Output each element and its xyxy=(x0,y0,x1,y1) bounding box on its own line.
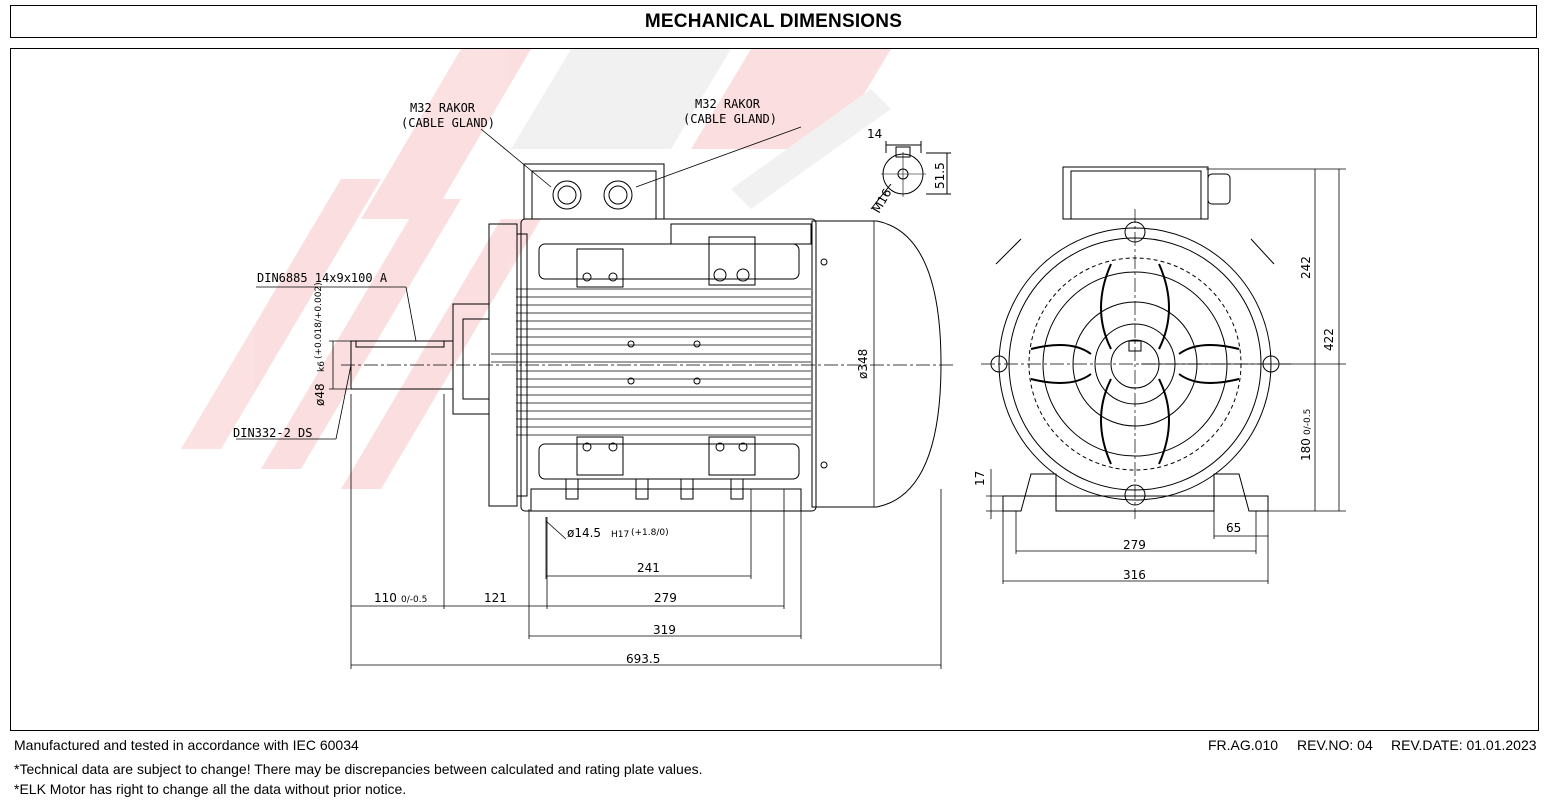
dim-693: 693.5 xyxy=(626,652,660,666)
dim-316: 316 xyxy=(1123,568,1146,582)
title-bar: MECHANICAL DIMENSIONS xyxy=(10,5,1537,38)
dim-shaft-tol: (+0.018/+0.002) xyxy=(314,282,324,359)
footer-form-no: FR.AG.010 xyxy=(1208,737,1279,753)
dim-65: 65 xyxy=(1226,521,1241,535)
footer-rev-no: REV.NO: 04 xyxy=(1297,737,1373,753)
page-title: MECHANICAL DIMENSIONS xyxy=(644,10,903,32)
center-hole-label: DIN332-2 DS xyxy=(233,426,312,440)
motor-side-view xyxy=(341,163,956,512)
fan-cover xyxy=(811,220,942,508)
dim-319: 319 xyxy=(653,623,676,637)
gland-left-line2: (CABLE GLAND) xyxy=(401,116,495,130)
dim-279-side: 279 xyxy=(654,591,677,605)
terminal-box xyxy=(523,163,665,220)
dim-key-width: 14 xyxy=(867,127,882,141)
footer-note-1: *Technical data are subject to change! T… xyxy=(14,761,703,777)
gland-left-line1: M32 RAKOR xyxy=(410,101,476,115)
dim-242: 242 xyxy=(1299,256,1313,279)
technical-drawing: M32 RAKOR (CABLE GLAND) M32 RAKOR (CABLE… xyxy=(181,49,1346,669)
dimension-lines xyxy=(236,126,1346,669)
dim-hole-fit: H17 xyxy=(611,530,629,540)
dim-279-front: 279 xyxy=(1123,538,1146,552)
dim-180: 180 xyxy=(1299,438,1313,461)
drawing-area: M32 RAKOR (CABLE GLAND) M32 RAKOR (CABLE… xyxy=(10,48,1539,731)
dim-key-height: 51.5 xyxy=(933,162,947,189)
dim-frame-dia: ø348 xyxy=(856,349,870,379)
front-terminal-box xyxy=(1062,166,1209,220)
footer-rev-date: REV.DATE: 01.01.2023 xyxy=(1391,737,1537,753)
shaft-key-detail xyxy=(870,141,951,210)
dim-110-tol: 0/-0.5 xyxy=(401,595,427,605)
thread-label: M16 xyxy=(869,186,894,215)
dim-hole-tol: (+1.8/0) xyxy=(631,528,669,538)
dim-241: 241 xyxy=(637,561,660,575)
motor-front-view xyxy=(981,166,1291,519)
dim-shaft-dia: ø48 xyxy=(313,383,327,406)
dim-422: 422 xyxy=(1322,328,1336,351)
dim-121: 121 xyxy=(484,591,507,605)
gland-right-line2: (CABLE GLAND) xyxy=(683,112,777,126)
dim-17: 17 xyxy=(973,471,987,486)
footer-standard: Manufactured and tested in accordance wi… xyxy=(14,737,359,753)
key-label: DIN6885 14x9x100 A xyxy=(257,271,388,285)
dim-shaft-fit: k6 xyxy=(317,361,327,372)
watermark-logo xyxy=(181,49,891,489)
gland-right-line1: M32 RAKOR xyxy=(695,97,761,111)
dim-hole-dia: ø14.5 xyxy=(567,526,601,540)
dim-180-tol: 0/-0.5 xyxy=(1303,409,1313,435)
footer-note-2: *ELK Motor has right to change all the d… xyxy=(14,781,407,797)
dim-110: 110 xyxy=(374,591,397,605)
